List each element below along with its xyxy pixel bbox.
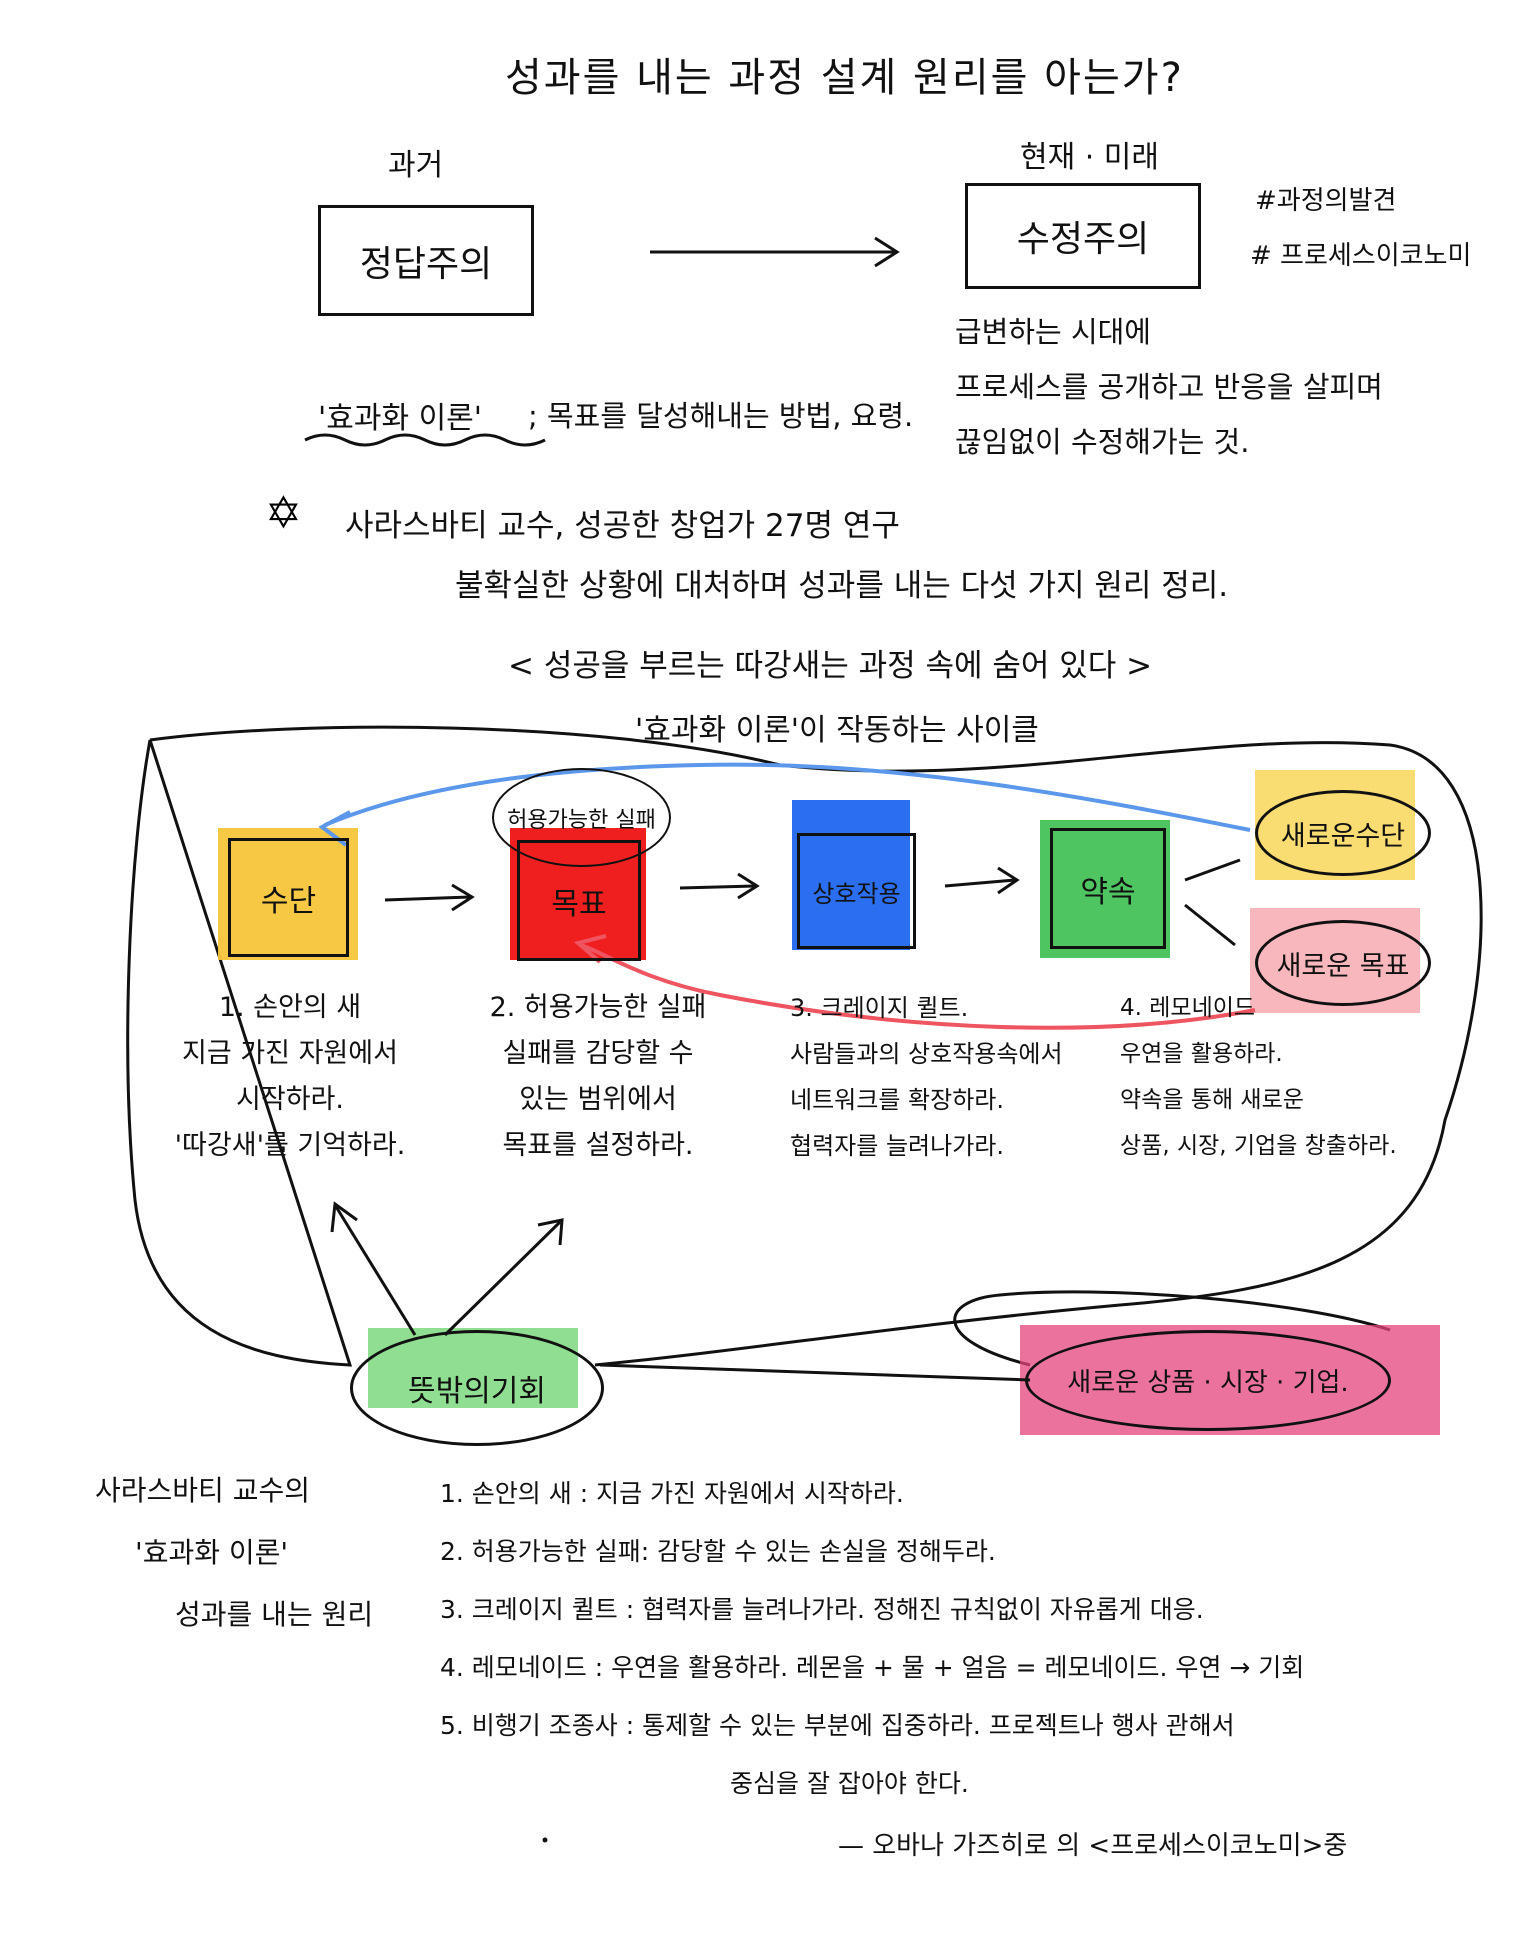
result-loop-outline (953, 1290, 1391, 1367)
desc-line: 네트워크를 확장하라. (790, 1086, 1004, 1114)
summary-heading-line: 성과를 내는 원리 (175, 1598, 374, 1631)
desc-line: 약속을 통해 새로운 (1120, 1087, 1304, 1113)
desc-line: 지금 가진 자원에서 (182, 1038, 398, 1069)
result-new-products: 새로운 상품 · 시장 · 기업. (1025, 1330, 1391, 1431)
desc-line: 4. 레모네이드 (1120, 995, 1256, 1021)
present-desc-line: 프로세스를 공개하고 반응을 살피며 (955, 370, 1383, 404)
desc-promise: 4. 레모네이드 우연을 활용하라. 약속을 통해 새로운 상품, 시장, 기업… (1120, 985, 1397, 1169)
desc-line: 목표를 설정하라. (502, 1130, 694, 1161)
summary-item: 5. 비행기 조종사 : 통제할 수 있는 부분에 집중하라. 프로젝트나 행사… (440, 1711, 1235, 1740)
node-promise-label: 약속 (1080, 874, 1136, 910)
present-desc-line: 급변하는 시대에 (955, 315, 1151, 349)
desc-line: 1. 손안의 새 (218, 992, 362, 1023)
present-description: 급변하는 시대에 프로세스를 공개하고 반응을 살피며 끊임없이 수정해가는 것… (955, 305, 1383, 470)
present-box: 수정주의 (965, 183, 1201, 289)
summary-item: 2. 허용가능한 실패: 감당할 수 있는 손실을 정해두라. (440, 1537, 996, 1566)
desc-line: 있는 범위에서 (519, 1084, 677, 1115)
past-label: 과거 (388, 148, 444, 183)
desc-line: 3. 크레이지 퀼트. (790, 994, 969, 1022)
unexpected-opportunity: 뜻밖의기회 (350, 1330, 604, 1446)
output-new-means-label: 새로운수단 (1280, 820, 1406, 852)
hashtag-1: #과정의발견 (1255, 186, 1397, 216)
node-promise: 약속 (1050, 828, 1166, 949)
source-citation: — 오바나 가즈히로 의 <프로세스이코노미>중 (838, 1831, 1348, 1861)
node-goal-label: 목표 (551, 886, 607, 922)
research-line-2: 불확실한 상황에 대처하며 성과를 내는 다섯 가지 원리 정리. (455, 568, 1229, 604)
node-means: 수단 (228, 838, 349, 957)
summary-item: 4. 레모네이드 : 우연을 활용하라. 레몬을 + 물 + 얼음 = 레모네이… (440, 1653, 1305, 1682)
summary-list: 1. 손안의 새 : 지금 가진 자원에서 시작하라. 2. 허용가능한 실패:… (440, 1465, 1304, 1813)
unexpected-opportunity-label: 뜻밖의기회 (408, 1374, 546, 1409)
summary-heading-line: 사라스바티 교수의 (95, 1474, 310, 1507)
past-box: 정답주의 (318, 205, 534, 316)
node-goal: 목표 (517, 840, 641, 961)
cycle-loop-outline (126, 725, 1483, 1367)
present-label: 현재 · 미래 (1020, 140, 1160, 175)
page-title: 성과를 내는 과정 설계 원리를 아는가? (505, 55, 1184, 101)
output-new-goal-label: 새로운 목표 (1276, 950, 1410, 982)
desc-goal: 2. 허용가능한 실패 실패를 감당할 수 있는 범위에서 목표를 설정하라. (478, 985, 718, 1169)
node-interaction: 상호작용 (797, 833, 916, 949)
research-line-1: 사라스바티 교수, 성공한 창업가 27명 연구 (345, 508, 900, 544)
desc-line: 협력자를 늘려나가라. (790, 1132, 1004, 1160)
node-means-label: 수단 (260, 883, 317, 919)
summary-heading: 사라스바티 교수의 '효과화 이론' 성과를 내는 원리 (95, 1460, 373, 1646)
present-box-label: 수정주의 (1016, 219, 1150, 260)
summary-heading-line: '효과화 이론' (135, 1536, 289, 1569)
desc-line: 2. 허용가능한 실패 (489, 992, 707, 1023)
desc-line: 실패를 감당할 수 (502, 1038, 694, 1069)
cycle-caption: '효과화 이론'이 작동하는 사이클 (635, 713, 1039, 748)
desc-means: 1. 손안의 새 지금 가진 자원에서 시작하라. '따강새'를 기억하라. (170, 985, 410, 1169)
output-new-goal: 새로운 목표 (1255, 920, 1431, 1006)
result-new-products-label: 새로운 상품 · 시장 · 기업. (1067, 1368, 1349, 1398)
summary-item: 중심을 잘 잡아야 한다. (730, 1769, 969, 1798)
summary-item: 1. 손안의 새 : 지금 가진 자원에서 시작하라. (440, 1479, 904, 1508)
star-mark: ✡ (265, 488, 302, 539)
effectuation-term: '효과화 이론' (318, 401, 483, 436)
desc-line: 상품, 시장, 기업을 창출하라. (1120, 1133, 1397, 1159)
acceptable-failure-label: 허용가능한 실패 (507, 807, 656, 833)
node-interaction-label: 상호작용 (812, 879, 901, 908)
summary-item: 3. 크레이지 퀼트 : 협력자를 늘려나가라. 정해진 규칙없이 자유롭게 대… (440, 1595, 1204, 1624)
book-title: < 성공을 부르는 따강새는 과정 속에 숨어 있다 > (508, 648, 1153, 684)
desc-line: 우연을 활용하라. (1120, 1041, 1283, 1067)
wavy-underline (304, 433, 546, 447)
desc-line: 사람들과의 상호작용속에서 (790, 1040, 1063, 1068)
past-box-label: 정답주의 (359, 243, 493, 285)
acceptable-failure-bubble: 허용가능한 실패 (492, 768, 671, 867)
hashtag-2: # 프로세스이코노미 (1250, 241, 1472, 271)
desc-line: 시작하라. (236, 1084, 344, 1115)
desc-interaction: 3. 크레이지 퀼트. 사람들과의 상호작용속에서 네트워크를 확장하라. 협력… (790, 985, 1063, 1169)
present-desc-line: 끊임없이 수정해가는 것. (955, 425, 1250, 459)
effectuation-desc: ; 목표를 달성해내는 방법, 요령. (528, 399, 914, 433)
output-new-means: 새로운수단 (1255, 790, 1431, 876)
desc-line: '따강새'를 기억하라. (174, 1130, 406, 1161)
